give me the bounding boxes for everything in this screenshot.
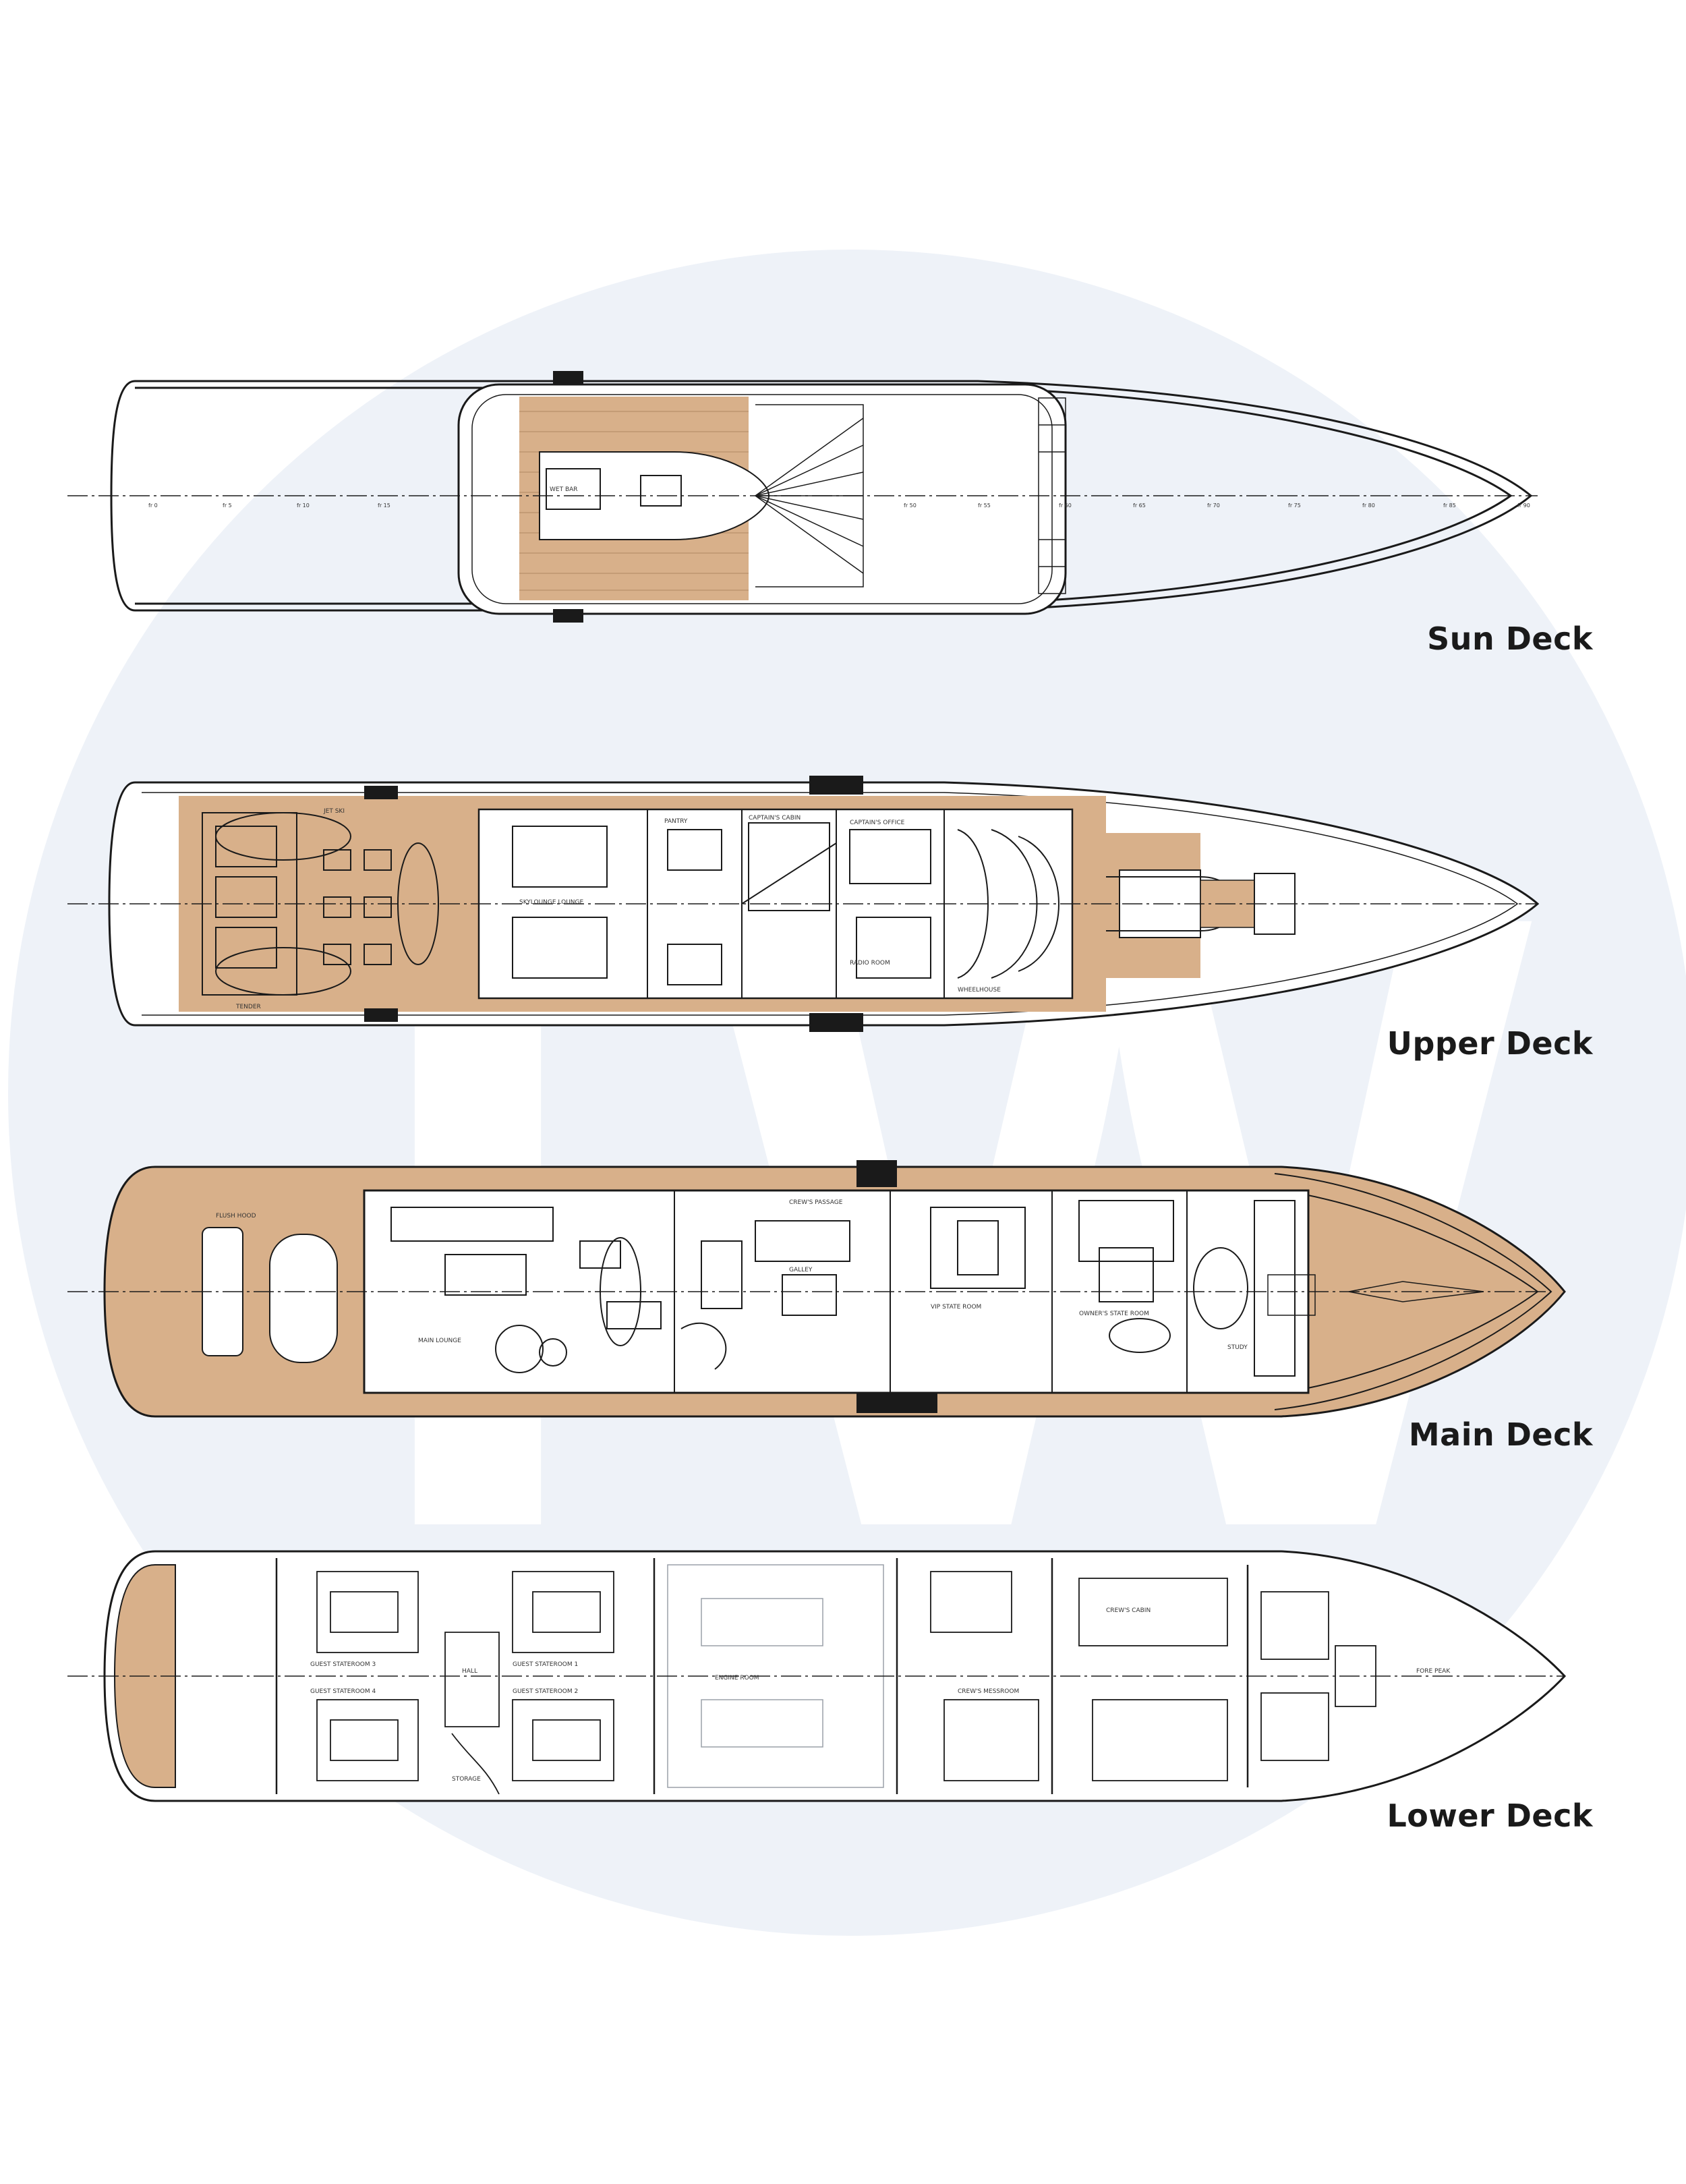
svg-text:fr 55: fr 55 [978, 502, 991, 509]
room-label-captains-office: CAPTAIN'S OFFICE [850, 820, 905, 826]
room-label-guest-stateroom-2: GUEST STATEROOM 2 [513, 1688, 578, 1695]
sun-deck: WET BAR fr 0 fr 5 fr 10 fr 15 fr 50 fr 55 fr… [0, 351, 1686, 674]
main-deck-plan: MAIN LOUNGE GALLEY CREW'S PASSAGE VIP ST… [67, 1160, 1566, 1418]
room-label-study: STUDY [1227, 1344, 1248, 1351]
svg-text:fr 75: fr 75 [1288, 502, 1301, 509]
watermark-circle [8, 250, 1686, 1936]
room-label-storage: STORAGE [452, 1776, 481, 1783]
svg-text:fr 85: fr 85 [1443, 502, 1456, 509]
svg-text:fr 50: fr 50 [904, 502, 917, 509]
room-label-wheelhouse: WHEELHOUSE [958, 987, 1001, 994]
room-label-skylounge: SKYLOUNGE LOUNGE [519, 899, 583, 906]
room-label-fore-peak: FORE PEAK [1416, 1668, 1451, 1675]
svg-text:fr 80: fr 80 [1362, 502, 1375, 509]
room-label-galley: GALLEY [789, 1267, 813, 1273]
svg-text:fr 60: fr 60 [1059, 502, 1072, 509]
room-label-radio-room: RADIO ROOM [850, 960, 890, 967]
room-label-owners-state-room: OWNER'S STATE ROOM [1079, 1311, 1149, 1317]
svg-text:fr 15: fr 15 [378, 502, 390, 509]
room-label-crews-passage: CREW'S PASSAGE [789, 1199, 843, 1206]
svg-text:fr 10: fr 10 [297, 502, 310, 509]
room-label-wet-bar: WET BAR [550, 486, 578, 493]
main-deck-aft-dining-table [269, 1234, 338, 1363]
lower-deck-hull-outline [103, 1550, 1567, 1802]
main-deck: MAIN LOUNGE GALLEY CREW'S PASSAGE VIP ST… [0, 1153, 1686, 1477]
room-label-main-lounge: MAIN LOUNGE [418, 1338, 461, 1344]
svg-text:fr 90: fr 90 [1517, 502, 1530, 509]
room-label-pantry: PANTRY [664, 818, 688, 825]
room-label-captains-cabin: CAPTAIN'S CABIN [749, 815, 801, 822]
room-label-crews-cabin: CREW'S CABIN [1106, 1607, 1151, 1614]
room-label-tender: TENDER [235, 1004, 261, 1010]
deck-label-main: Main Deck [1408, 1416, 1593, 1453]
deck-label-sun: Sun Deck [1427, 621, 1593, 657]
svg-text:fr 70: fr 70 [1207, 502, 1220, 509]
lower-deck-plan: GUEST STATEROOM 1 GUEST STATEROOM 2 GUES… [67, 1550, 1567, 1802]
room-label-flush-hood: FLUSH HOOD [216, 1213, 256, 1219]
deck-label-lower: Lower Deck [1387, 1798, 1593, 1834]
svg-text:fr 0: fr 0 [148, 502, 158, 509]
lower-deck: GUEST STATEROOM 1 GUEST STATEROOM 2 GUES… [0, 1538, 1686, 1862]
deck-label-upper: Upper Deck [1387, 1025, 1593, 1062]
sun-deck-plan: WET BAR fr 0 fr 5 fr 10 fr 15 fr 50 fr 55 fr… [67, 371, 1538, 623]
room-label-engine-room: ENGINE ROOM [715, 1675, 759, 1682]
room-label-guest-stateroom-1: GUEST STATEROOM 1 [513, 1661, 578, 1668]
upper-deck-plan: SKYLOUNGE LOUNGE PANTRY CAPTAIN'S CABIN … [67, 776, 1540, 1032]
room-label-guest-stateroom-3: GUEST STATEROOM 3 [310, 1661, 376, 1668]
room-label-hall: HALL [462, 1668, 477, 1675]
svg-text:fr 5: fr 5 [223, 502, 232, 509]
sun-deck-frame-marks: fr 0 fr 5 fr 10 fr 15 fr 50 fr 55 fr 60 fr 65… [148, 502, 1530, 509]
svg-text:fr 65: fr 65 [1133, 502, 1146, 509]
room-label-jet-ski: JET SKI [323, 808, 345, 815]
room-label-crews-messroom: CREW'S MESSROOM [958, 1688, 1019, 1695]
room-label-guest-stateroom-4: GUEST STATEROOM 4 [310, 1688, 376, 1695]
room-label-vip-state-room: VIP STATE ROOM [931, 1304, 981, 1311]
upper-deck: SKYLOUNGE LOUNGE PANTRY CAPTAIN'S CABIN … [0, 762, 1686, 1079]
